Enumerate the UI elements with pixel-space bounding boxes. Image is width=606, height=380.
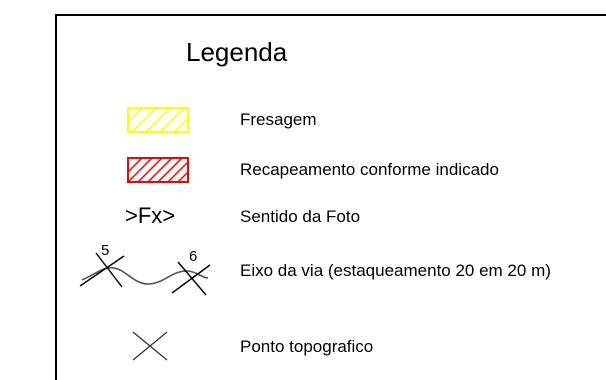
- road-axis-symbol: 5 6: [79, 242, 211, 296]
- station-start-label: 5: [101, 242, 109, 259]
- legend-title: Legenda: [186, 37, 288, 67]
- legend-frame: [55, 14, 606, 380]
- photo-direction-symbol: >Fx>: [125, 203, 176, 228]
- red-hatch-swatch: [127, 157, 189, 183]
- legend-item-label: Fresagem: [240, 110, 317, 129]
- station-end-label: 6: [189, 248, 197, 265]
- yellow-hatch-swatch: [127, 107, 189, 133]
- legend-item-label: Recapeamento conforme indicado: [240, 160, 499, 179]
- legend-item-label: Ponto topografico: [240, 337, 374, 356]
- legend-item-label: Eixo da via (estaqueamento 20 em 20 m): [240, 261, 551, 280]
- x-mark-icon: [132, 331, 168, 361]
- legend-item-label: Sentido da Foto: [240, 207, 361, 226]
